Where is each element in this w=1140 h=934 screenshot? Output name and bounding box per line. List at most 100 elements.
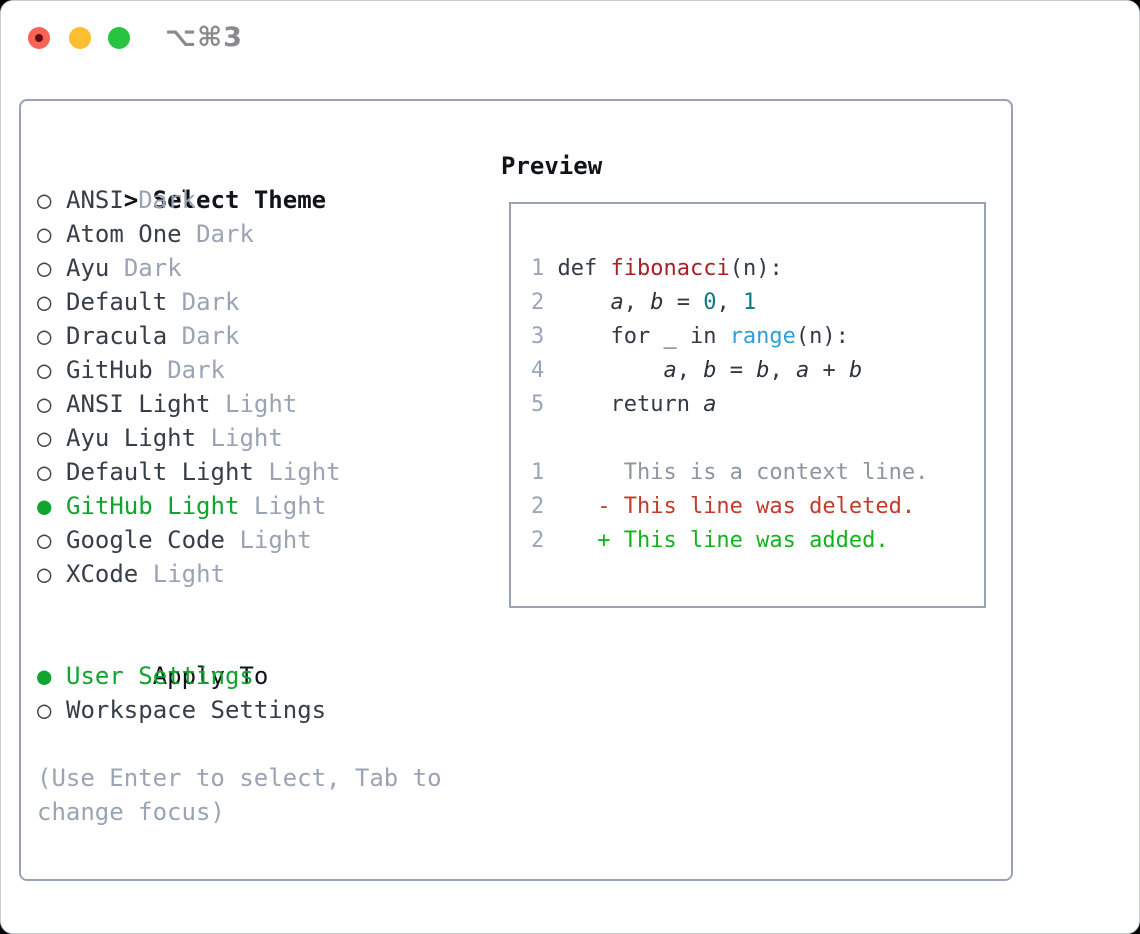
radio-unselected-icon: ○ bbox=[37, 254, 52, 282]
line-number: 5 bbox=[531, 392, 558, 417]
code-segment: a bbox=[663, 358, 677, 383]
prompt-caret-icon: > bbox=[123, 186, 139, 214]
diff-text: + This line was added. bbox=[544, 528, 889, 553]
code-line: 1 def fibonacci(n): bbox=[531, 252, 984, 286]
radio-unselected-icon: ○ bbox=[37, 288, 52, 316]
line-number: 3 bbox=[531, 324, 558, 349]
apply-option-workspace-settings[interactable]: ○Workspace Settings bbox=[37, 693, 497, 727]
maximize-button[interactable] bbox=[108, 27, 130, 49]
code-segment: , bbox=[676, 358, 704, 383]
apply-to-title: Apply To bbox=[152, 662, 269, 690]
line-number: 2 bbox=[531, 494, 545, 519]
theme-variant-tag: Dark bbox=[123, 254, 182, 282]
code-segment: b bbox=[756, 358, 770, 383]
code-line: 2 a, b = 0, 1 bbox=[531, 286, 984, 320]
diff-line-added: 2 + This line was added. bbox=[531, 524, 984, 558]
code-segment: fibonacci bbox=[610, 256, 730, 281]
close-button-dot bbox=[35, 34, 43, 42]
diff-text: This is a context line. bbox=[544, 460, 929, 485]
code-segment: = bbox=[663, 290, 704, 315]
line-number: 2 bbox=[531, 290, 558, 315]
code-segment: b bbox=[703, 358, 717, 383]
hint-line-2: change focus) bbox=[37, 798, 225, 826]
theme-variant-tag: Light bbox=[152, 560, 225, 588]
code-segment: a bbox=[795, 358, 810, 383]
theme-variant-tag: Light bbox=[268, 458, 341, 486]
apply-option-user-settings[interactable]: ● User Settings bbox=[37, 659, 497, 693]
minimize-button[interactable] bbox=[69, 27, 91, 49]
code-segment: a bbox=[703, 392, 717, 417]
theme-name: ANSI Light bbox=[66, 390, 211, 418]
theme-variant-tag: Light bbox=[210, 424, 283, 452]
code-line: 3 for _ in range(n): bbox=[531, 320, 984, 354]
preview-title: Preview bbox=[501, 152, 603, 180]
radio-unselected-icon: ○ bbox=[37, 186, 52, 214]
line-number: 1 bbox=[531, 256, 558, 281]
diff-line-deleted: 2 - This line was deleted. bbox=[531, 490, 984, 524]
hint-line-1: (Use Enter to select, Tab to bbox=[37, 764, 442, 792]
spacer-row bbox=[37, 727, 497, 761]
theme-variant-tag: Dark bbox=[196, 220, 254, 248]
radio-unselected-icon: ○ bbox=[37, 424, 52, 452]
code-segment: , bbox=[716, 290, 743, 315]
line-number: 1 bbox=[531, 460, 545, 485]
theme-name: GitHub bbox=[66, 356, 153, 384]
theme-variant-tag: Dark bbox=[181, 322, 240, 350]
code-segment: 1 bbox=[742, 290, 757, 315]
theme-variant-tag: Light bbox=[253, 492, 327, 520]
select-theme-header: > Select Theme bbox=[37, 149, 497, 214]
apply-option-name: User Settings bbox=[66, 662, 254, 690]
theme-name: Ayu Light bbox=[66, 424, 197, 452]
theme-option-ansi[interactable]: ○ ANSI Dark bbox=[37, 183, 497, 217]
radio-selected-icon: ● bbox=[37, 662, 52, 690]
radio-unselected-icon: ○ bbox=[37, 526, 52, 554]
theme-option-github[interactable]: ○ GitHub Dark bbox=[37, 353, 497, 387]
theme-name: Google Code bbox=[66, 526, 225, 554]
radio-unselected-icon: ○ bbox=[37, 696, 52, 724]
code-segment: b bbox=[848, 358, 863, 383]
line-number: 2 bbox=[531, 528, 545, 553]
spacer-row bbox=[37, 591, 497, 625]
code-segment: return bbox=[557, 392, 704, 417]
theme-option-ayu-light[interactable]: ○ Ayu Light Light bbox=[37, 421, 497, 455]
theme-variant-tag: Light bbox=[239, 526, 312, 554]
code-segment: for _ in bbox=[557, 324, 730, 349]
theme-variant-tag: Dark bbox=[138, 186, 197, 214]
blank-line bbox=[531, 422, 984, 456]
theme-variant-tag: Dark bbox=[181, 288, 240, 316]
theme-name: Dracula bbox=[66, 322, 168, 350]
diff-line-context: 1 This is a context line. bbox=[531, 456, 984, 490]
theme-option-google-code[interactable]: ○ Google Code Light bbox=[37, 523, 497, 557]
theme-name: Ayu bbox=[66, 254, 110, 282]
theme-name: XCode bbox=[66, 560, 139, 588]
theme-option-ayu[interactable]: ○ Ayu Dark bbox=[37, 251, 497, 285]
code-line: 4 a, b = b, a + b bbox=[531, 354, 984, 388]
code-segment: (n): bbox=[795, 324, 849, 349]
radio-unselected-icon: ○ bbox=[37, 356, 52, 384]
theme-variant-tag: Dark bbox=[167, 356, 225, 384]
theme-name: Default Light bbox=[66, 458, 254, 486]
theme-name: ANSI bbox=[66, 186, 124, 214]
code-line: 5 return a bbox=[531, 388, 984, 422]
close-button[interactable] bbox=[28, 27, 50, 49]
code-segment: (n): bbox=[729, 256, 783, 281]
code-segment: , bbox=[623, 290, 651, 315]
theme-name: GitHub Light bbox=[66, 492, 240, 520]
code-segment bbox=[558, 290, 611, 315]
line-number: 4 bbox=[531, 358, 558, 383]
select-theme-title: Select Theme bbox=[152, 186, 327, 214]
code-segment: b bbox=[650, 290, 664, 315]
code-segment: def bbox=[557, 256, 611, 281]
